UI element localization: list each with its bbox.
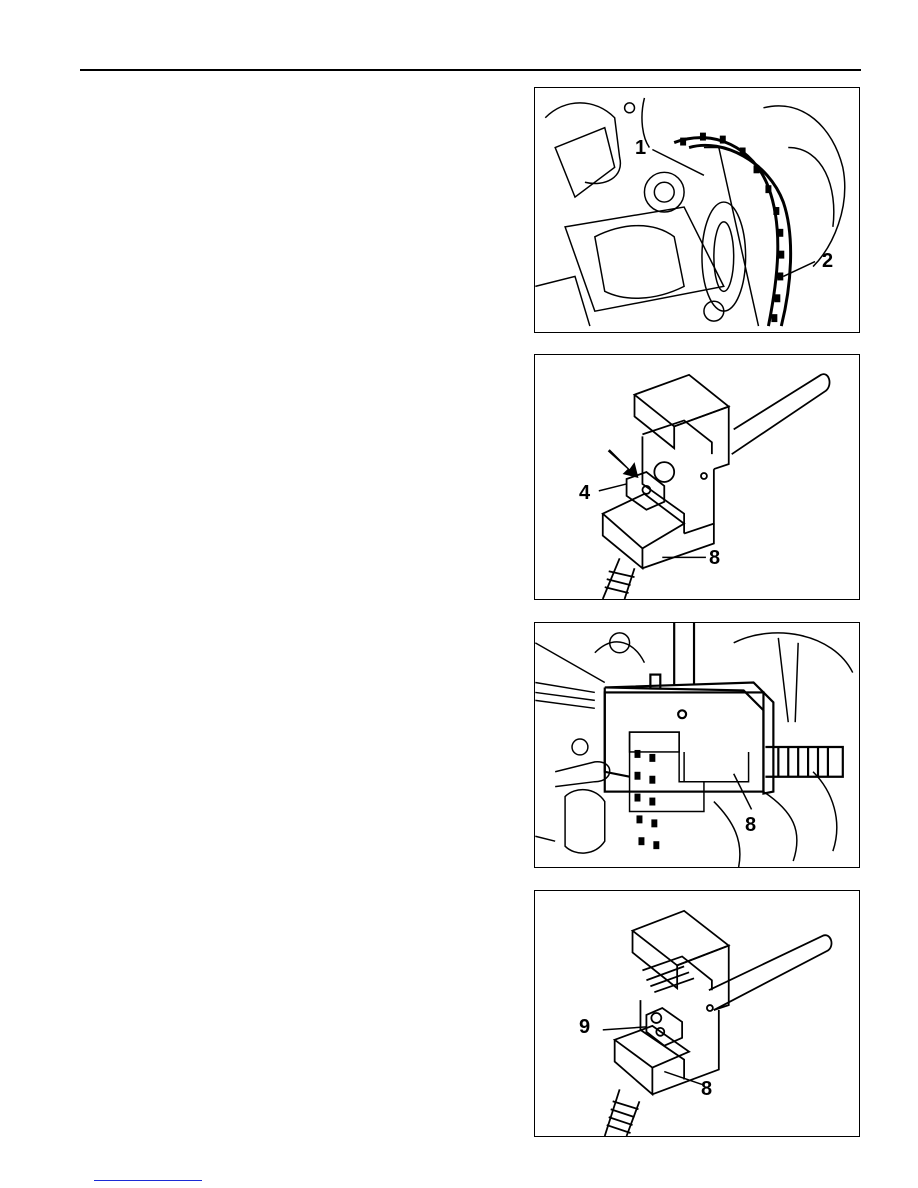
- callout-8: 8: [709, 547, 721, 569]
- callout-9: 9: [579, 1016, 591, 1038]
- figure-timing-chain: 1 2: [534, 87, 860, 333]
- header-rule: [80, 69, 861, 71]
- callout-8: 8: [745, 814, 757, 836]
- timing-chain-illustration: [535, 97, 846, 327]
- figure-chain-tool-riveting: 9 8: [534, 890, 860, 1137]
- tool-on-engine-illustration: [535, 623, 854, 867]
- callout-8: 8: [701, 1078, 713, 1100]
- figure-tool-on-engine: 8: [534, 622, 860, 868]
- callout-4: 4: [579, 482, 591, 504]
- chain-tool-riveting-illustration: [602, 909, 833, 1136]
- callout-2: 2: [822, 250, 834, 272]
- figure-chain-tool-loaded: 4 8: [534, 354, 860, 600]
- footer-link-underline[interactable]: [94, 1180, 202, 1181]
- callout-1: 1: [635, 137, 647, 159]
- chain-tool-illustration: [598, 373, 831, 599]
